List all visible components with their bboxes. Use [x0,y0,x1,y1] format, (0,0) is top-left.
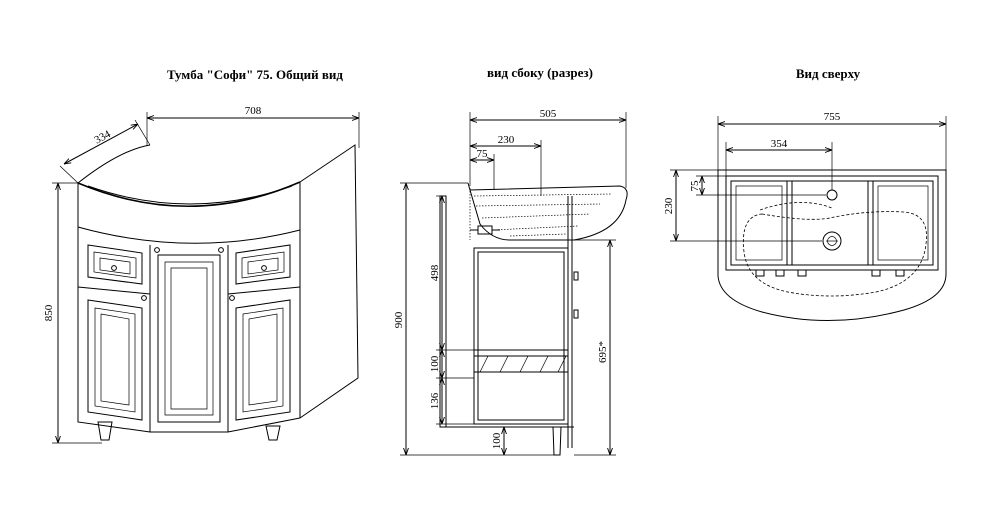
dim-depth-line [64,124,138,164]
basin-outline [743,211,927,297]
dim-side-230: 230 [498,134,515,146]
dim-side-75: 75 [477,148,489,160]
dim-height-850: 850 [43,304,55,321]
dim-side-498: 498 [429,264,441,281]
drain-hole [822,231,842,251]
top-leg [775,269,785,277]
tap-hole [826,189,838,201]
left-compartment [730,180,788,266]
dim-depth-334: 334 [92,128,113,147]
left-drawer [87,244,143,285]
countertop-front [77,226,301,244]
right-drawer [235,244,291,285]
cabinet-leg [97,421,113,441]
cabinet-section [473,247,569,425]
top-view: 755 354 75 230 [663,111,947,322]
general-view: 708 334 850 [43,105,360,444]
handle [573,309,579,319]
dim-top-354: 354 [771,138,788,150]
dim-width-708: 708 [245,105,262,117]
side-view: 505 230 75 900 498 100 136 100 695* [393,108,628,456]
side-leg [552,426,562,456]
center-door [157,254,221,423]
dim-side-100-leg: 100 [491,432,503,449]
title-side-view: вид сбоку (разрез) [487,65,593,80]
top-leg [871,269,881,277]
title-top-view: Вид сверху [796,66,861,81]
dim-side-100-shelf: 100 [429,355,441,372]
door-knob [141,295,147,301]
dim-top-230: 230 [663,197,675,214]
title-general-view: Тумба "Софи" 75. Общий вид [167,67,343,82]
sink-outline [717,169,947,322]
top-leg [895,269,905,277]
left-door [87,299,143,421]
cabinet-front [77,227,301,433]
drawer-knob [111,265,117,271]
cabinet-side-panel [299,144,359,419]
dim-top-755: 755 [824,111,841,123]
cabinet-leg [265,425,281,441]
handle [573,271,579,281]
back-panel [439,195,447,428]
sink-profile [467,182,628,241]
door-knob [229,295,235,301]
drawer-knob [261,265,267,271]
top-leg [797,269,807,277]
door-knob [218,247,224,253]
dim-side-695: 695* [597,341,609,363]
right-door [235,299,291,421]
right-compartment [872,180,934,266]
dim-side-505: 505 [540,108,557,120]
door-knob [154,247,160,253]
dim-top-75: 75 [689,180,701,192]
dim-side-136: 136 [429,392,441,409]
dim-side-900: 900 [393,311,405,328]
top-leg [755,269,765,277]
